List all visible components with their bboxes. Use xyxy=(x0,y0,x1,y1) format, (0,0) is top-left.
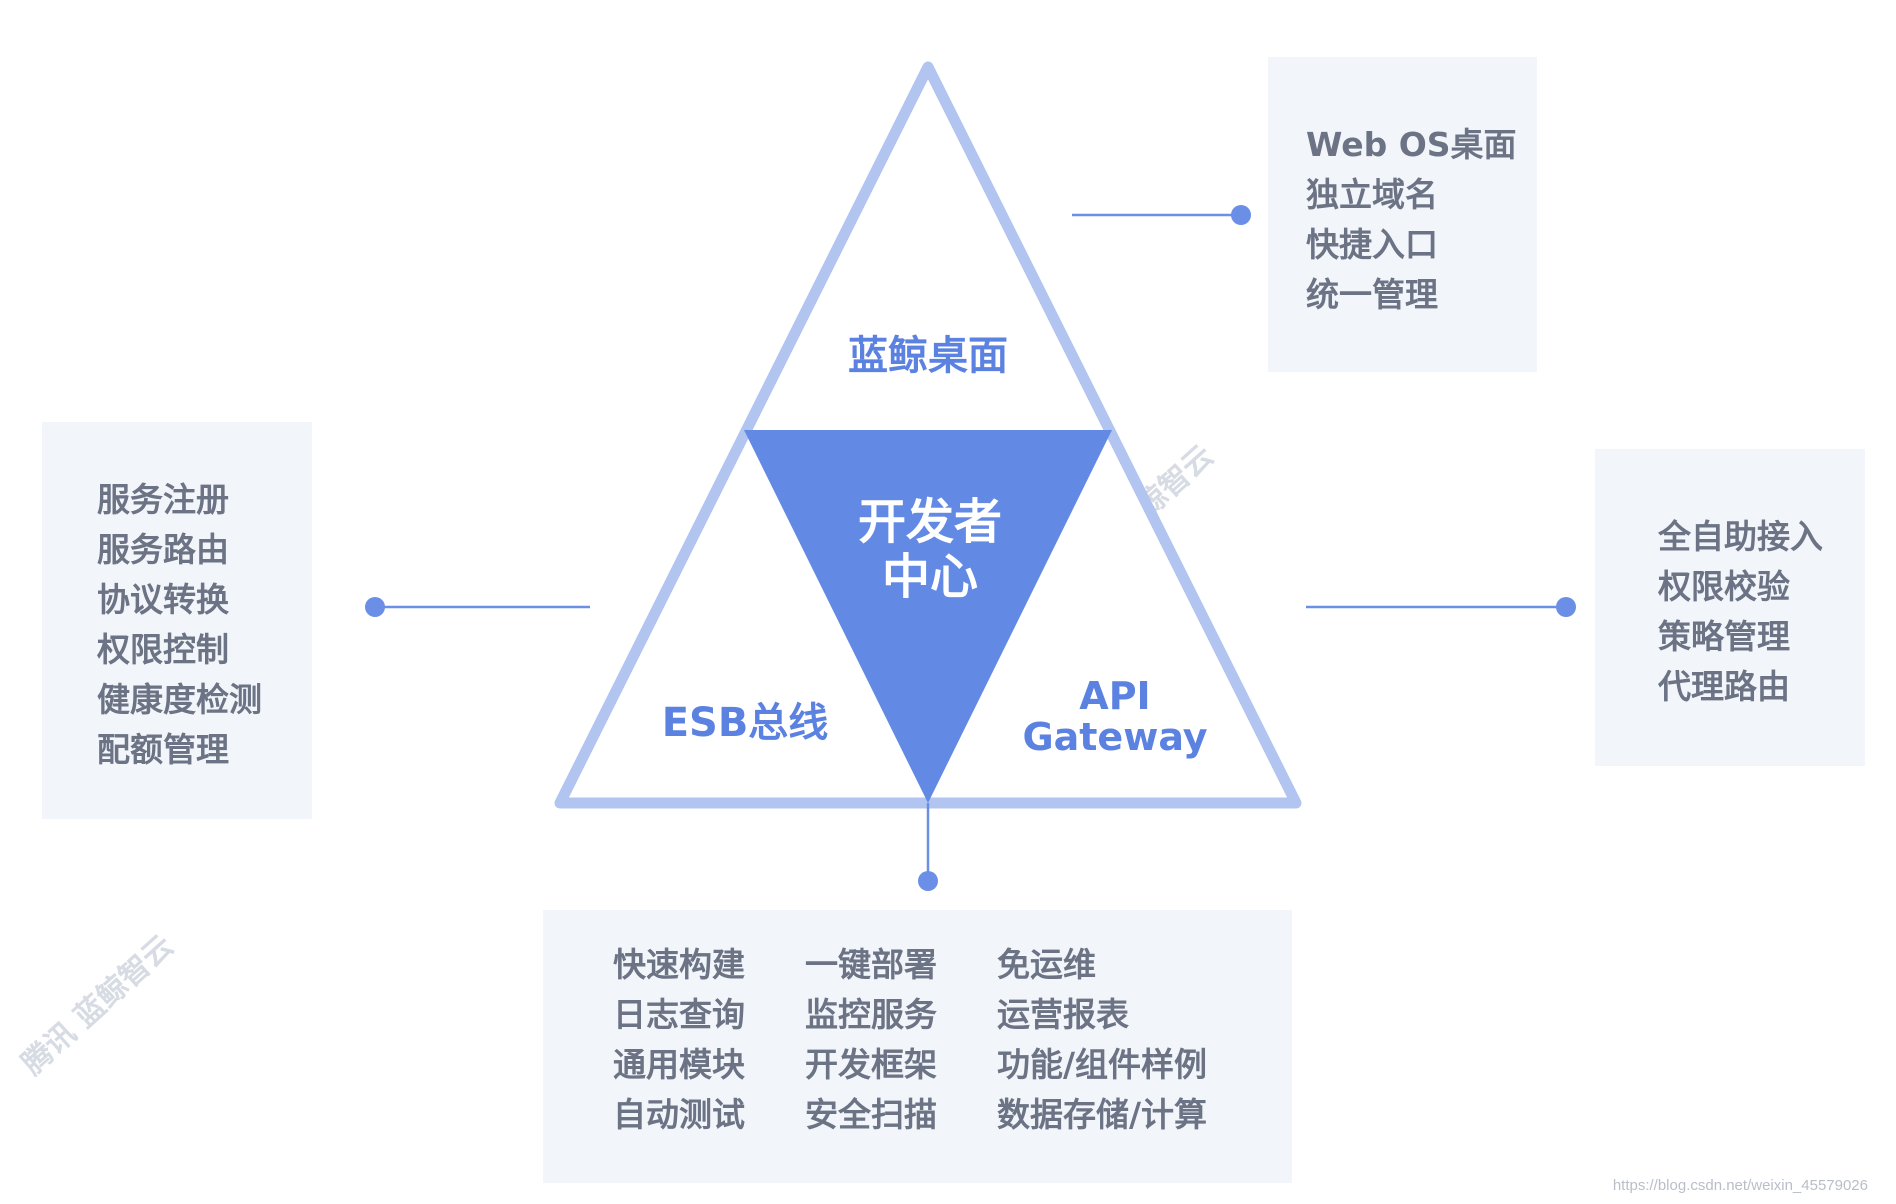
developer-center-title-line2: 中心 xyxy=(881,549,978,605)
esb-connector-dot xyxy=(365,597,385,617)
desktop-feature-item: 独立域名 xyxy=(1306,175,1438,214)
gateway-title-line1: API xyxy=(1079,674,1151,718)
gateway-connector-dot xyxy=(1556,597,1576,617)
developer-center-title-line1: 开发者 xyxy=(857,494,1002,550)
gateway-feature-item: 策略管理 xyxy=(1658,617,1790,656)
developer-feature-item: 通用模块 xyxy=(613,1045,745,1084)
gateway-feature-item: 权限校验 xyxy=(1658,567,1790,606)
developer-feature-item: 免运维 xyxy=(997,945,1096,984)
developer-feature-item: 监控服务 xyxy=(805,995,937,1034)
esb-feature-item: 服务注册 xyxy=(97,480,229,519)
esb-features-box xyxy=(42,422,312,819)
developer-features-column: 快速构建 日志查询 通用模块 自动测试 xyxy=(613,940,805,1140)
developer-feature-item: 开发框架 xyxy=(805,1045,937,1084)
gateway-feature-item: 代理路由 xyxy=(1658,667,1790,706)
developer-feature-item: 安全扫描 xyxy=(805,1095,937,1134)
gateway-feature-item: 全自助接入 xyxy=(1658,517,1823,556)
desktop-connector-dot xyxy=(1231,205,1251,225)
gateway-features-box xyxy=(1595,449,1865,766)
desktop-feature-item: 统一管理 xyxy=(1306,275,1438,314)
desktop-feature-item: Web OS桌面 xyxy=(1306,125,1517,164)
esb-feature-item: 配额管理 xyxy=(97,730,229,769)
developer-connector-dot xyxy=(918,871,938,891)
esb-title: ESB总线 xyxy=(661,700,829,746)
gateway-title-line2: Gateway xyxy=(1022,715,1208,759)
desktop-features-box xyxy=(1268,57,1537,372)
developer-feature-item: 快速构建 xyxy=(613,945,745,984)
developer-features-column: 一键部署 监控服务 开发框架 安全扫描 xyxy=(805,940,997,1140)
esb-feature-item: 协议转换 xyxy=(97,580,229,619)
developer-feature-item: 日志查询 xyxy=(613,995,745,1034)
esb-feature-item: 权限控制 xyxy=(97,630,229,669)
desktop-features-list: Web OS桌面 独立域名 快捷入口 统一管理 xyxy=(1306,120,1517,320)
desktop-feature-item: 快捷入口 xyxy=(1306,225,1438,264)
developer-features-box xyxy=(543,910,1292,1183)
developer-features-grid: 快速构建 日志查询 通用模块 自动测试 一键部署 监控服务 开发框架 安全扫描 … xyxy=(613,940,1227,1140)
developer-feature-item: 自动测试 xyxy=(613,1095,745,1134)
esb-feature-item: 服务路由 xyxy=(97,530,229,569)
source-url: https://blog.csdn.net/weixin_45579026 xyxy=(1612,1177,1868,1194)
developer-features-column: 免运维 运营报表 功能/组件样例 数据存储/计算 xyxy=(997,940,1227,1140)
developer-feature-item: 运营报表 xyxy=(997,995,1129,1034)
developer-center-triangle xyxy=(744,430,1112,803)
gateway-features-list: 全自助接入 权限校验 策略管理 代理路由 xyxy=(1658,512,1823,712)
developer-feature-item: 一键部署 xyxy=(805,945,937,984)
developer-feature-item: 功能/组件样例 xyxy=(997,1045,1208,1084)
esb-features-list: 服务注册 服务路由 协议转换 权限控制 健康度检测 配额管理 xyxy=(97,475,262,775)
desktop-title: 蓝鲸桌面 xyxy=(848,333,1008,379)
esb-feature-item: 健康度检测 xyxy=(97,680,262,719)
developer-feature-item: 数据存储/计算 xyxy=(997,1095,1208,1134)
